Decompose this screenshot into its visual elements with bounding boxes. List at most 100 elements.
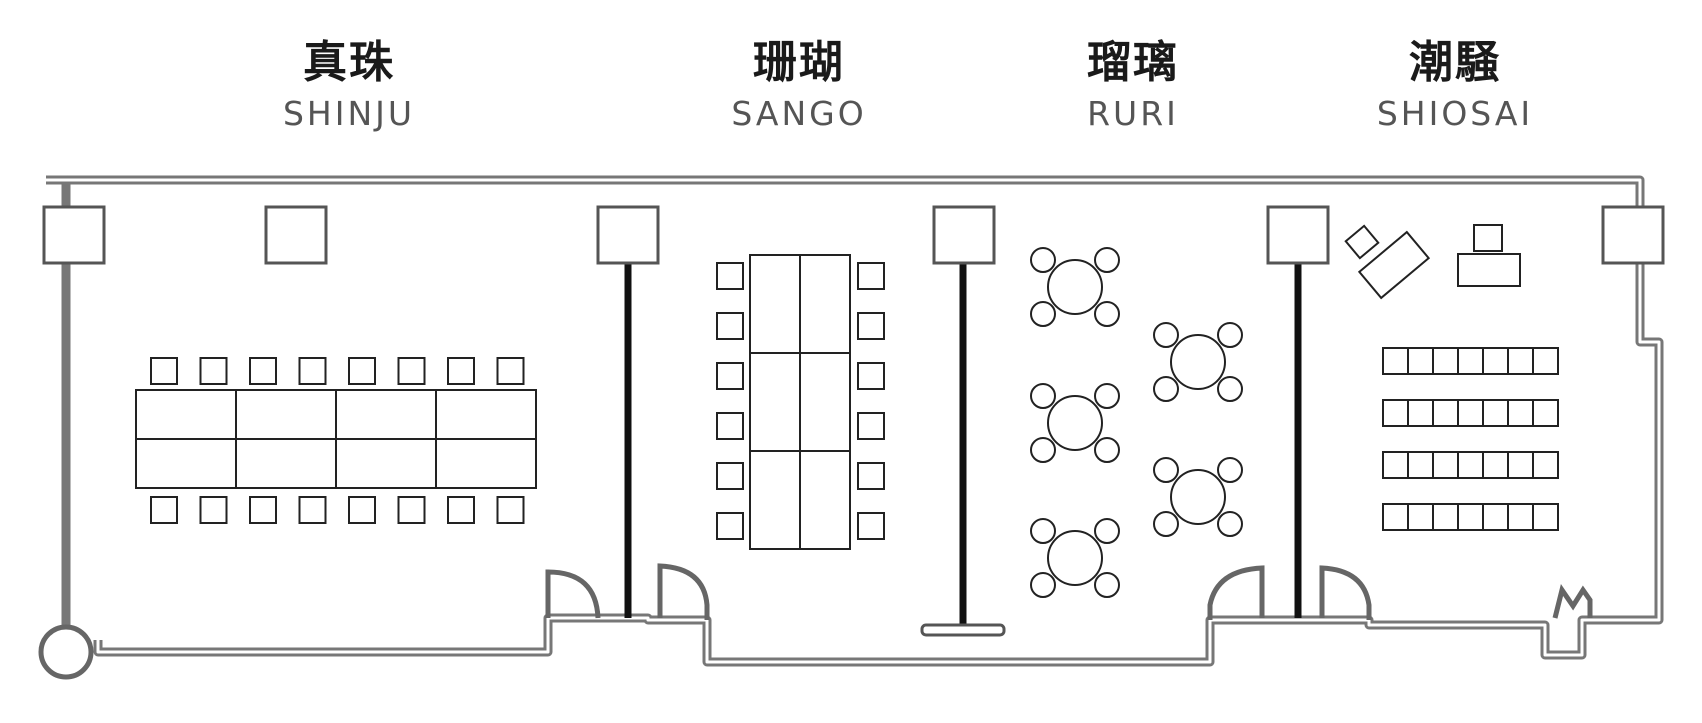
chair xyxy=(716,462,744,490)
table xyxy=(749,254,801,354)
desk xyxy=(1457,451,1484,479)
chair xyxy=(348,496,376,524)
desk xyxy=(1532,503,1559,531)
table xyxy=(335,389,437,440)
chair xyxy=(857,512,885,540)
chair xyxy=(1094,301,1120,327)
table xyxy=(435,438,537,489)
side-chair xyxy=(1344,224,1380,260)
round-table xyxy=(1170,334,1226,390)
table xyxy=(135,389,237,440)
table xyxy=(235,389,337,440)
chair xyxy=(1030,383,1056,409)
desk xyxy=(1532,451,1559,479)
desk xyxy=(1532,347,1559,375)
desk xyxy=(1532,399,1559,427)
chair xyxy=(249,496,277,524)
table xyxy=(235,438,337,489)
chair xyxy=(716,512,744,540)
chair xyxy=(1094,383,1120,409)
round-table xyxy=(1047,259,1103,315)
room-name-jp: 珊瑚 xyxy=(753,37,845,88)
room-name-jp: 瑠璃 xyxy=(1087,37,1179,88)
room-name-jp: 真珠 xyxy=(303,37,395,88)
room-name-jp: 潮騒 xyxy=(1409,37,1501,88)
side-table xyxy=(1357,230,1431,300)
shinju-layout xyxy=(135,357,537,524)
chair xyxy=(1030,437,1056,463)
chair xyxy=(249,357,277,385)
desk xyxy=(1382,451,1409,479)
chair xyxy=(1030,301,1056,327)
chair xyxy=(496,496,525,524)
chair xyxy=(857,362,885,390)
chair xyxy=(1030,247,1056,273)
chair xyxy=(397,357,426,385)
chair xyxy=(857,462,885,490)
desk xyxy=(1407,399,1434,427)
chair xyxy=(1153,322,1179,348)
chair xyxy=(716,262,744,290)
desk xyxy=(1507,503,1534,531)
desk xyxy=(1407,451,1434,479)
desk xyxy=(1407,347,1434,375)
desk xyxy=(1482,451,1509,479)
table xyxy=(799,352,851,452)
table xyxy=(749,450,801,550)
desk xyxy=(1457,503,1484,531)
chair xyxy=(1094,518,1120,544)
room-label-sango: 珊瑚 SANGO xyxy=(669,36,929,134)
desk xyxy=(1432,451,1459,479)
desk xyxy=(1457,347,1484,375)
table xyxy=(435,389,537,440)
desk xyxy=(1432,399,1459,427)
desk xyxy=(1432,347,1459,375)
chair xyxy=(1217,511,1243,537)
chair xyxy=(1217,457,1243,483)
sango-layout xyxy=(716,254,885,550)
table xyxy=(799,254,851,354)
desk xyxy=(1382,347,1409,375)
chair xyxy=(857,412,885,440)
chair xyxy=(1094,437,1120,463)
desk xyxy=(1382,503,1409,531)
desk xyxy=(1507,451,1534,479)
chair xyxy=(397,496,426,524)
desk xyxy=(1482,399,1509,427)
chair xyxy=(447,357,475,385)
round-table xyxy=(1047,395,1103,451)
desk xyxy=(1457,399,1484,427)
desk xyxy=(1507,347,1534,375)
doors xyxy=(38,563,1593,680)
lectern-chair xyxy=(1473,224,1503,252)
room-name-en: SHIOSAI xyxy=(1376,94,1534,133)
chair xyxy=(496,357,525,385)
room-name-en: RURI xyxy=(1087,94,1179,133)
chair xyxy=(348,357,376,385)
chair xyxy=(1217,322,1243,348)
room-name-en: SANGO xyxy=(731,94,867,133)
desk xyxy=(1507,399,1534,427)
chair xyxy=(199,357,228,385)
shiosai-layout xyxy=(1344,224,1559,531)
desk xyxy=(1432,503,1459,531)
room-label-ruri: 瑠璃 RURI xyxy=(1003,36,1263,134)
chair xyxy=(857,262,885,290)
desk xyxy=(1482,347,1509,375)
chair xyxy=(1030,572,1056,598)
lectern xyxy=(1457,253,1521,287)
chair xyxy=(447,496,475,524)
chair xyxy=(716,312,744,340)
chair xyxy=(1094,572,1120,598)
round-table xyxy=(1047,530,1103,586)
desk xyxy=(1382,399,1409,427)
chair xyxy=(1217,376,1243,402)
chair xyxy=(716,362,744,390)
chair xyxy=(857,312,885,340)
chair xyxy=(150,357,178,385)
chair xyxy=(199,496,228,524)
ruri-layout xyxy=(1030,247,1243,598)
table xyxy=(335,438,437,489)
room-label-shinju: 真珠 SHINJU xyxy=(219,36,479,134)
room-label-shiosai: 潮騒 SHIOSAI xyxy=(1325,36,1585,134)
